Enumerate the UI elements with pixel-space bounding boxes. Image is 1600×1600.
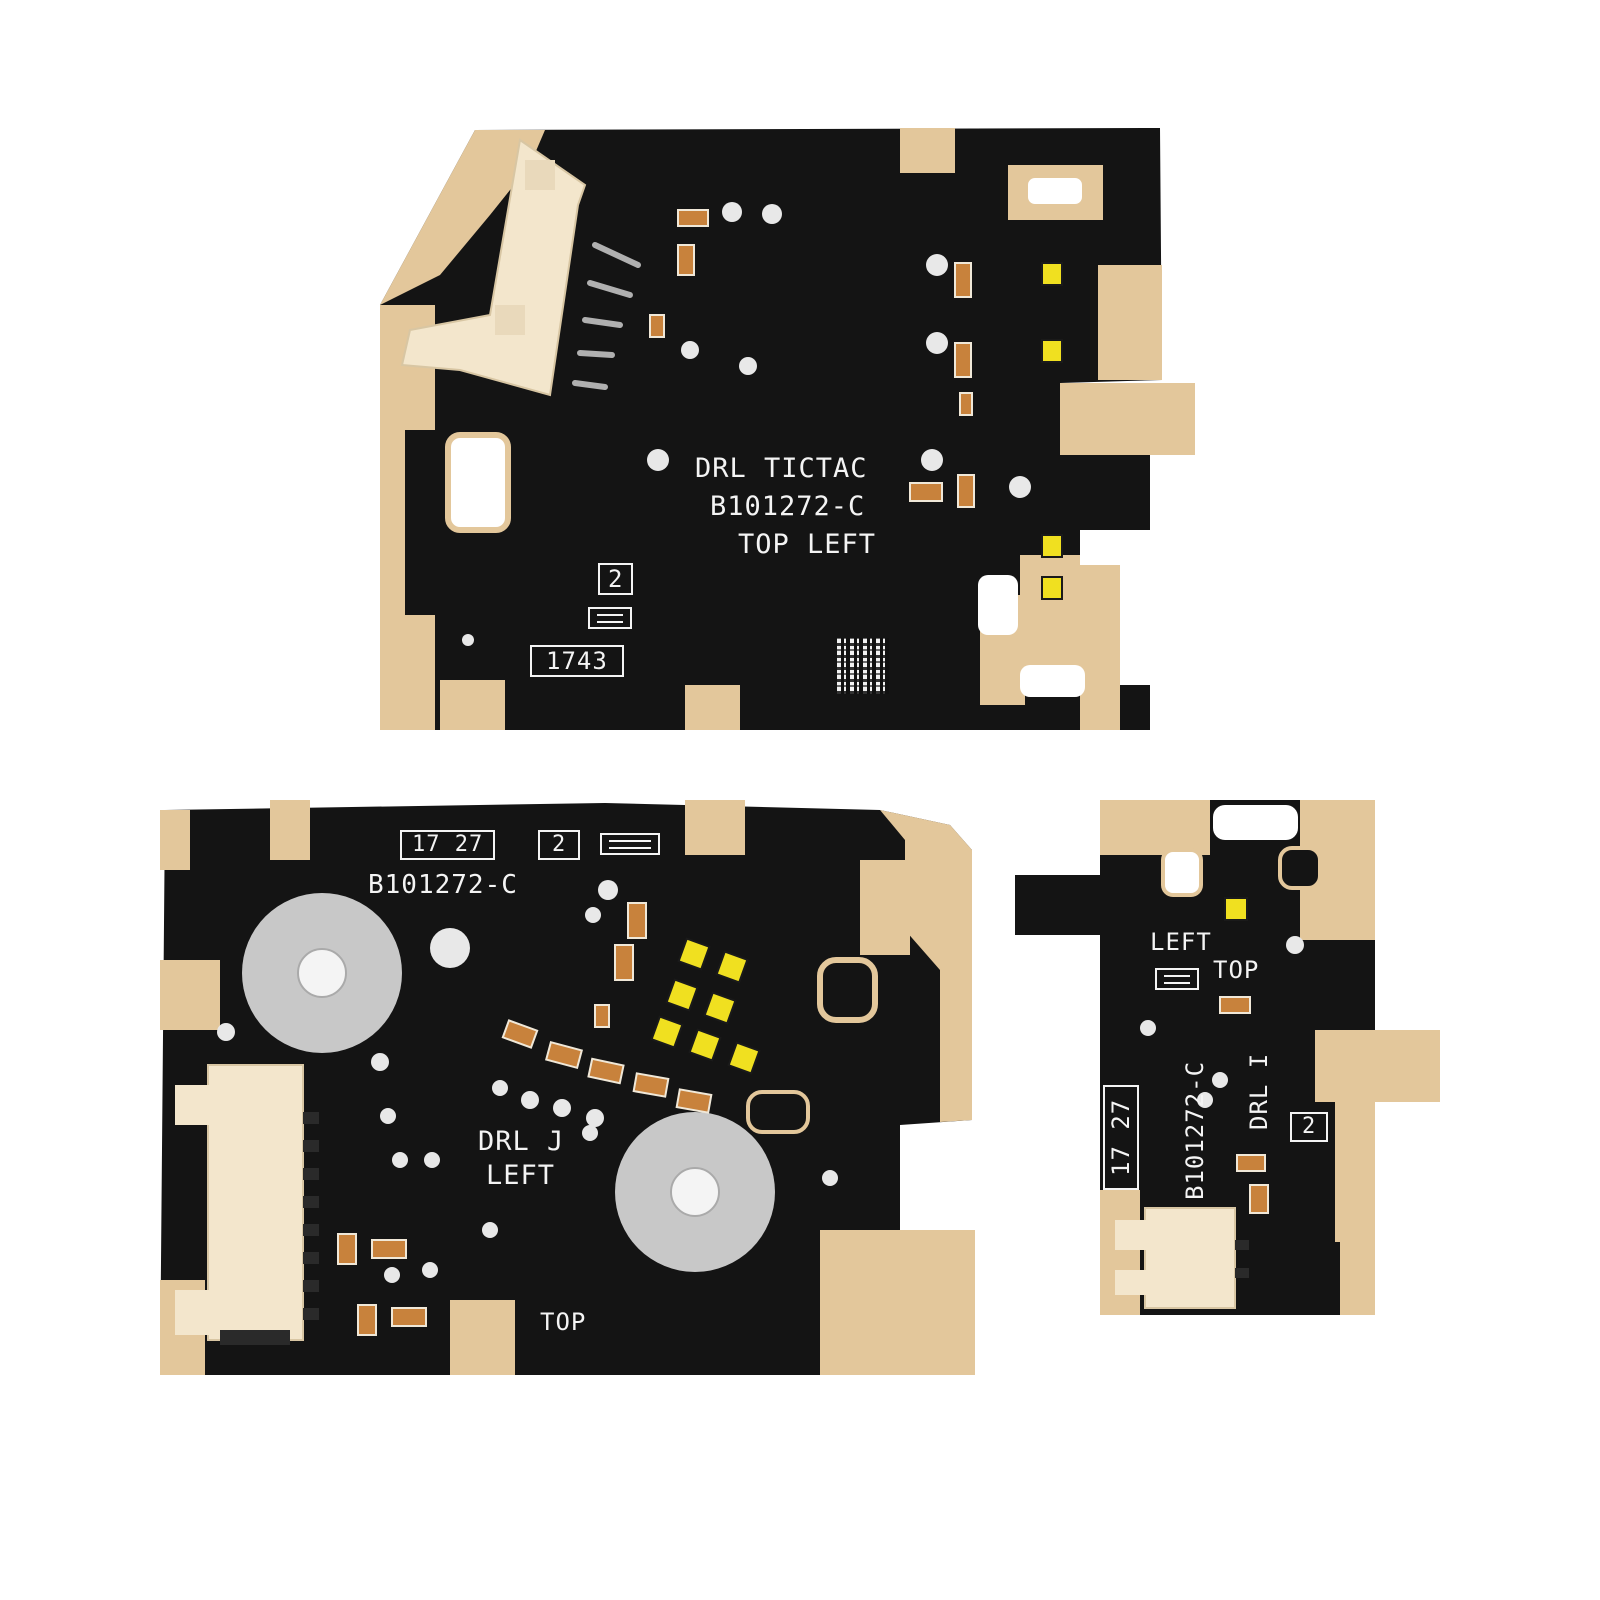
bottom-right-part-number: B101272-C: [1181, 1060, 1209, 1200]
top-board-label-line1: DRL TICTAC: [695, 453, 868, 484]
pcb-board-top: DRL TICTAC B101272-C TOP LEFT 2 1743: [380, 125, 1210, 735]
pcb-board-bottom-right: LEFT TOP 17 27 B101272-C DRL I 2: [1015, 800, 1445, 1320]
bottom-left-label-line2: LEFT: [486, 1160, 556, 1191]
top-board-label-line3: TOP LEFT: [738, 529, 877, 560]
bottom-right-box-number: 2: [1290, 1112, 1329, 1142]
connector-top-board: [400, 138, 641, 397]
top-board-label-line2: B101272-C: [710, 491, 866, 522]
datamatrix-code: [837, 638, 889, 694]
bottom-right-model: DRL I: [1245, 1052, 1273, 1130]
bottom-right-label-top: TOP: [1213, 956, 1260, 984]
bottom-right-label-left: LEFT: [1150, 928, 1212, 956]
top-board-date-code: 1743: [530, 645, 624, 677]
pcb-board-top-shape: [380, 128, 1195, 730]
pcb-board-bottom-left-shape: [160, 800, 975, 1375]
connector-bottom-right-board: [1115, 1207, 1249, 1309]
recycle-mark-icon: [600, 833, 660, 855]
bottom-right-date-code: 17 27: [1103, 1084, 1139, 1190]
bottom-left-box-number: 2: [538, 830, 581, 860]
recycle-mark-icon: [1155, 968, 1199, 990]
bottom-left-label-line1: DRL J: [478, 1126, 565, 1157]
connector-bottom-left-board: [175, 1064, 319, 1345]
bottom-left-date-code: 17 27: [400, 830, 496, 860]
pcb-board-bottom-right-shape: [1015, 800, 1440, 1315]
top-board-box-number: 2: [598, 563, 634, 595]
bottom-left-part-number: B101272-C: [368, 870, 518, 900]
pcb-board-bottom-left: 17 27 2 B101272-C DRL J LEFT TOP: [160, 800, 980, 1380]
recycle-mark-icon: [588, 607, 632, 629]
bottom-left-orientation-label: TOP: [540, 1308, 587, 1336]
